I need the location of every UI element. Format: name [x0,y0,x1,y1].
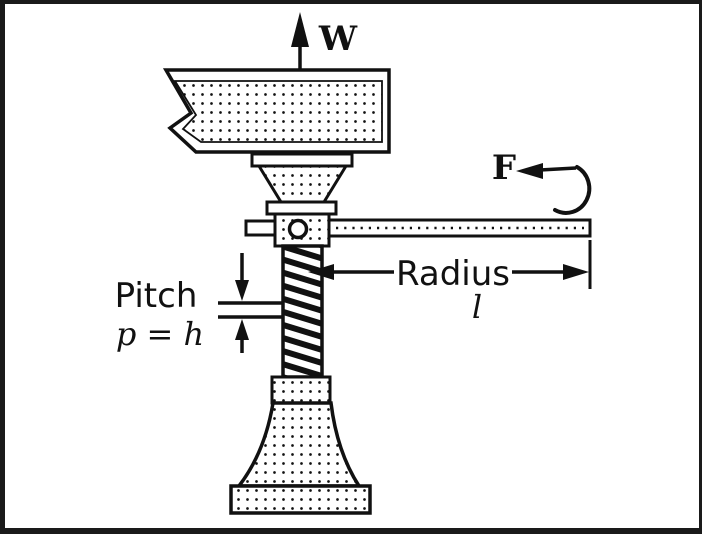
pitch-equation: p = h [116,315,204,353]
radius-left-arrowhead-icon [308,264,334,280]
base-nut-collar [270,375,332,405]
thrust-cup [250,152,354,216]
lifted-beam [162,68,391,154]
load-label: W [318,19,358,59]
lever-left-stub [244,219,277,237]
cup-collar [265,200,338,216]
cup-top-plate [250,152,354,168]
base-plate [229,484,372,515]
load-arrowhead-icon [291,12,309,47]
screw-shaft [281,244,324,379]
base-pedestal [229,375,372,515]
radius-symbol: l [472,288,482,326]
screw-head-block [273,212,331,248]
pitch-down-arrowhead-icon [235,280,249,301]
pitch-label: Pitch [115,276,198,316]
force-arrow-shaft [539,166,577,172]
force-arrowhead-icon [516,163,543,179]
cup-cone [256,164,349,204]
rotation-arc-icon [553,165,592,215]
pitch-up-arrowhead-icon [235,319,249,340]
base-cone [235,401,363,488]
radius-dimension: Radius l [308,240,592,326]
pin-hole-icon [287,218,309,240]
beam-stipple [173,80,383,143]
force-label: F [492,148,516,188]
radius-right-arrowhead-icon [563,264,589,280]
force-arrow: F [492,148,592,215]
radius-label: Radius [396,254,510,294]
pitch-dimension: Pitch p = h [115,253,284,353]
